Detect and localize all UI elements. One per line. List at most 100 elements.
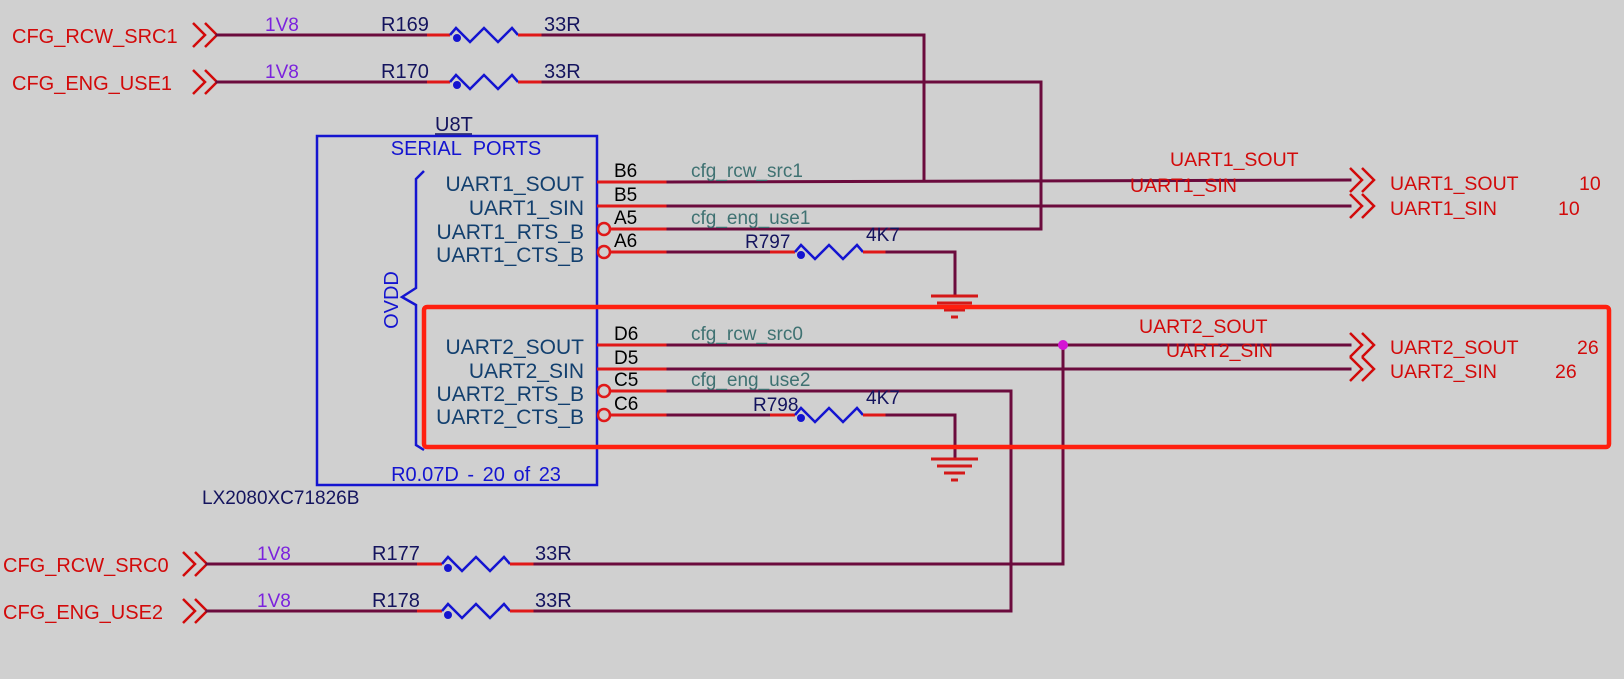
pin-number: D6 xyxy=(614,324,638,345)
pin-name: UART1_SIN xyxy=(469,197,584,220)
pin-uart2-sin[interactable]: UART2_SIN D5 xyxy=(469,348,668,383)
resistor-r177[interactable]: R177 33R xyxy=(372,543,572,573)
resistor-designator: R178 xyxy=(372,590,420,612)
pin-uart1-cts-b[interactable]: UART1_CTS_B A6 xyxy=(436,231,668,267)
pin-name: UART2_CTS_B xyxy=(436,406,584,429)
double-chevron-output-icon xyxy=(1349,167,1376,193)
net-label-uart1-sout: UART1_SOUT xyxy=(1170,149,1299,171)
pin-number: B5 xyxy=(614,185,637,206)
pin1-dot-icon xyxy=(444,564,452,572)
pin-number: D5 xyxy=(614,348,638,369)
pin-name: UART2_SIN xyxy=(469,360,584,383)
net-label-uart2-sout: UART2_SOUT xyxy=(1139,316,1268,338)
wire[interactable] xyxy=(885,413,957,461)
port-label: UART1_SIN xyxy=(1390,198,1497,220)
resistor-designator: R169 xyxy=(381,14,429,36)
component-revision: R0.07D - 20 of 23 xyxy=(391,464,561,486)
pin-name: UART1_RTS_B xyxy=(437,221,584,244)
resistor-zigzag-icon xyxy=(441,555,511,573)
resistor-r170[interactable]: R170 33R xyxy=(381,61,581,91)
resistor-r178[interactable]: R178 33R xyxy=(372,590,572,620)
wire[interactable] xyxy=(541,33,926,183)
pin-uart1-rts-b[interactable]: UART1_RTS_B A5 xyxy=(437,208,668,244)
offsheet-port-uart1-sout[interactable]: UART1_SOUT 10 xyxy=(1349,167,1601,195)
sheet-reference[interactable]: 26 xyxy=(1577,337,1599,359)
net-label: cfg_eng_use2 xyxy=(691,370,810,391)
power-net-label: 1V8 xyxy=(257,544,291,565)
port-label: UART2_SIN xyxy=(1390,361,1497,383)
resistor-r797[interactable]: R797 4K7 xyxy=(745,225,900,261)
net-label: cfg_rcw_src0 xyxy=(691,324,803,345)
double-chevron-output-icon xyxy=(1349,193,1376,219)
resistor-value: 33R xyxy=(544,61,581,83)
port-label: CFG_RCW_SRC0 xyxy=(3,555,169,577)
wire[interactable] xyxy=(533,389,1013,613)
resistor-zigzag-icon xyxy=(441,602,511,620)
component-designator: U8T xyxy=(435,114,473,136)
pin-uart2-rts-b[interactable]: UART2_RTS_B C5 xyxy=(437,370,668,406)
sheet-reference[interactable]: 10 xyxy=(1558,198,1580,220)
resistor-value: 4K7 xyxy=(866,388,900,409)
pin1-dot-icon xyxy=(797,251,805,259)
resistor-designator: R798 xyxy=(753,395,798,416)
resistor-zigzag-icon xyxy=(794,243,864,261)
resistor-zigzag-icon xyxy=(449,73,519,91)
component-u8t[interactable]: U8T SERIAL PORTS OVDD R0.07D - 20 of 23 … xyxy=(315,114,668,487)
component-title: SERIAL PORTS xyxy=(391,138,542,160)
port-label: CFG_ENG_USE2 xyxy=(3,602,163,624)
pin-uart2-sout[interactable]: UART2_SOUT D6 xyxy=(446,324,668,359)
net-label-uart1-sin: UART1_SIN xyxy=(1130,175,1237,197)
pin-number: A5 xyxy=(614,208,637,229)
port-label: CFG_RCW_SRC1 xyxy=(12,26,178,48)
power-net-label: 1V8 xyxy=(265,62,299,83)
component-part-number: LX2080XC71826B xyxy=(202,488,359,509)
net-label: cfg_rcw_src1 xyxy=(691,161,803,182)
pin-name: UART1_SOUT xyxy=(446,173,585,196)
junction-dot-icon[interactable] xyxy=(1058,340,1068,350)
offsheet-port-uart1-sin[interactable]: UART1_SIN 10 xyxy=(1349,193,1580,220)
pin-uart1-sin[interactable]: UART1_SIN B5 xyxy=(469,185,668,220)
pin-number: B6 xyxy=(614,161,637,182)
pin-uart2-cts-b[interactable]: UART2_CTS_B C6 xyxy=(436,394,668,429)
resistor-value: 33R xyxy=(544,14,581,36)
resistor-r169[interactable]: R169 33R xyxy=(381,14,581,44)
power-group-label: OVDD xyxy=(381,271,403,329)
pin-name: UART2_RTS_B xyxy=(437,383,584,406)
resistor-zigzag-icon xyxy=(449,26,519,44)
net-label: cfg_eng_use1 xyxy=(691,208,810,229)
wire[interactable] xyxy=(885,250,957,298)
port-label: CFG_ENG_USE1 xyxy=(12,73,172,95)
highlight-box-uart2 xyxy=(421,304,1612,450)
resistor-designator: R177 xyxy=(372,543,420,565)
port-label: UART1_SOUT xyxy=(1390,173,1519,195)
power-group-bracket-icon xyxy=(399,170,425,452)
offsheet-port-uart2-sout[interactable]: UART2_SOUT 26 xyxy=(1349,332,1599,359)
wire[interactable] xyxy=(533,343,1065,566)
resistor-r798[interactable]: R798 4K7 xyxy=(753,388,900,424)
component-body xyxy=(315,134,599,487)
pin1-dot-icon xyxy=(444,611,452,619)
sheet-reference[interactable]: 10 xyxy=(1579,173,1601,195)
resistor-value: 4K7 xyxy=(866,225,900,246)
power-net-label: 1V8 xyxy=(257,591,291,612)
resistor-zigzag-icon xyxy=(794,406,864,424)
wire-uart1-sout[interactable] xyxy=(666,178,1352,184)
sheet-reference[interactable]: 26 xyxy=(1555,361,1577,383)
offsheet-port-uart2-sin[interactable]: UART2_SIN 26 xyxy=(1349,356,1577,383)
ground-symbol-icon[interactable] xyxy=(931,294,978,319)
pin-name: UART1_CTS_B xyxy=(436,244,584,267)
resistor-designator: R797 xyxy=(745,232,790,253)
double-chevron-output-icon xyxy=(1349,356,1376,382)
port-label: UART2_SOUT xyxy=(1390,337,1519,359)
resistor-value: 33R xyxy=(535,590,572,612)
pin1-dot-icon xyxy=(453,34,461,42)
pin-number: A6 xyxy=(614,231,637,252)
pin-number: C6 xyxy=(614,394,638,415)
pin-number: C5 xyxy=(614,370,638,391)
ground-symbol-icon[interactable] xyxy=(931,457,978,482)
pin-uart1-sout[interactable]: UART1_SOUT B6 xyxy=(446,161,668,196)
pin1-dot-icon xyxy=(453,81,461,89)
power-net-label: 1V8 xyxy=(265,15,299,36)
